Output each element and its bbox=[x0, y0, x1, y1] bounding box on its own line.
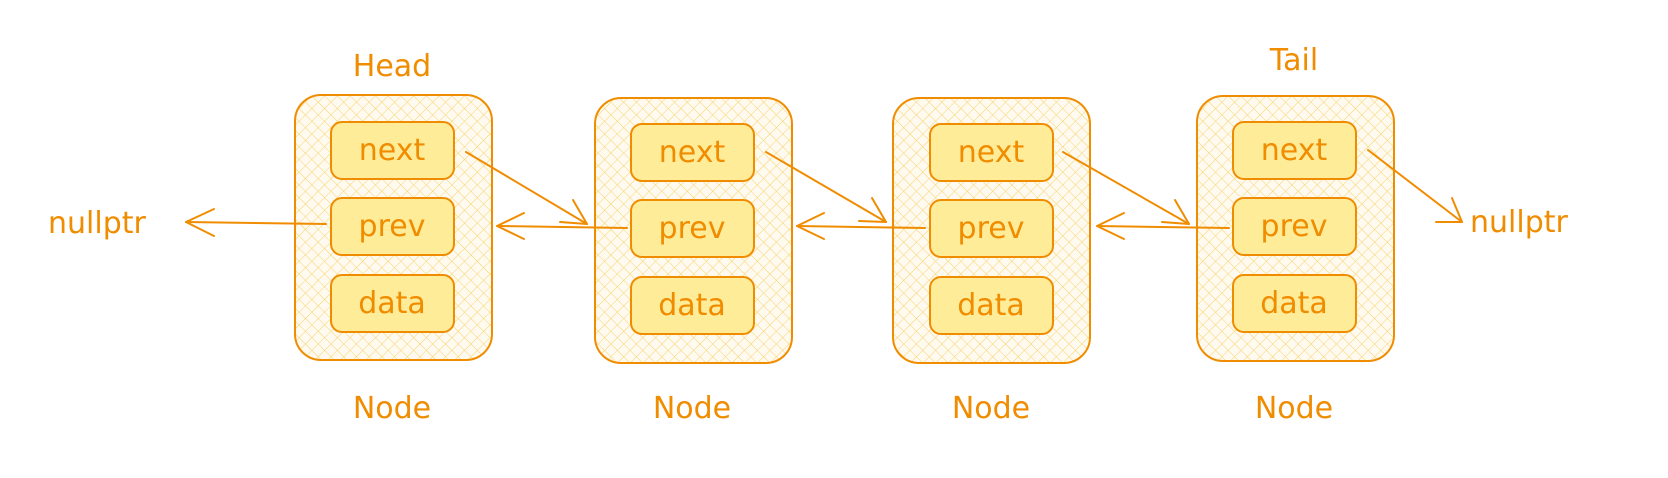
prev-field bbox=[929, 199, 1054, 258]
arrow-prev-1-0 bbox=[496, 212, 628, 240]
arrow-prev-null bbox=[185, 208, 327, 237]
data-field bbox=[1232, 274, 1357, 333]
node-1: next prev data Node bbox=[594, 97, 793, 426]
next-field bbox=[1232, 121, 1357, 180]
data-label: data bbox=[1260, 286, 1328, 321]
arrow-next-1-2 bbox=[765, 151, 887, 223]
next-field bbox=[929, 123, 1054, 182]
arrow-next-null bbox=[1367, 149, 1463, 223]
tail-label: Tail bbox=[1269, 43, 1318, 78]
node-label: Node bbox=[653, 391, 731, 426]
nullptr-left-label: nullptr bbox=[48, 206, 147, 241]
data-label: data bbox=[358, 286, 426, 321]
next-field bbox=[330, 121, 455, 180]
node-label: Node bbox=[1255, 391, 1333, 426]
arrow-next-0-1 bbox=[465, 151, 588, 225]
prev-label: prev bbox=[1261, 209, 1328, 244]
next-field bbox=[630, 123, 755, 182]
nullptr-right-label: nullptr bbox=[1470, 205, 1569, 240]
prev-label: prev bbox=[958, 211, 1025, 246]
next-label: next bbox=[958, 135, 1025, 170]
data-label: data bbox=[957, 288, 1025, 323]
data-field bbox=[330, 274, 455, 333]
prev-field bbox=[630, 199, 755, 258]
prev-field bbox=[1232, 197, 1357, 256]
node-label: Node bbox=[952, 391, 1030, 426]
data-field bbox=[630, 276, 755, 335]
node-2: next prev data Node bbox=[892, 97, 1091, 426]
head-label: Head bbox=[353, 49, 431, 84]
arrow-next-2-3 bbox=[1062, 151, 1190, 225]
node-0: next prev data Node bbox=[294, 94, 493, 426]
prev-label: prev bbox=[359, 209, 426, 244]
node-3: next prev data Node bbox=[1196, 95, 1395, 426]
next-label: next bbox=[659, 135, 726, 170]
next-label: next bbox=[1261, 133, 1328, 168]
arrow-prev-3-2 bbox=[1096, 212, 1230, 240]
prev-label: prev bbox=[659, 211, 726, 246]
arrow-prev-2-1 bbox=[796, 212, 926, 240]
next-label: next bbox=[359, 133, 426, 168]
data-field bbox=[929, 276, 1054, 335]
data-label: data bbox=[658, 288, 726, 323]
prev-field bbox=[330, 197, 455, 256]
node-label: Node bbox=[353, 391, 431, 426]
